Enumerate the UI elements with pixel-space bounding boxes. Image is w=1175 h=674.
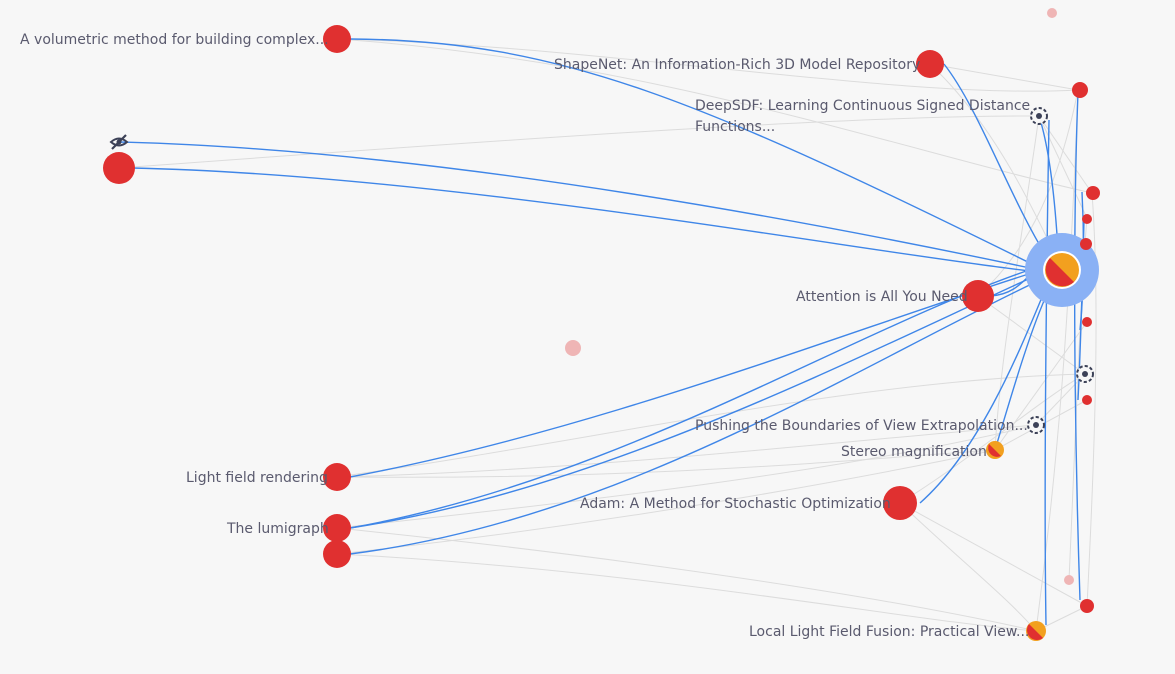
small-node[interactable] bbox=[1072, 82, 1088, 98]
small-node[interactable] bbox=[1086, 186, 1100, 200]
faded-node[interactable] bbox=[1064, 575, 1074, 585]
label-volumetric: A volumetric method for building complex… bbox=[20, 32, 329, 48]
faded-node[interactable] bbox=[1047, 8, 1057, 18]
loading-ring-icon bbox=[1027, 416, 1045, 434]
label-locallight: Local Light Field Fusion: Practical View… bbox=[749, 624, 1029, 640]
small-node[interactable] bbox=[1082, 395, 1092, 405]
label-stereo: Stereo magnification bbox=[841, 444, 987, 460]
small-node[interactable] bbox=[1080, 599, 1094, 613]
label-pushing: Pushing the Boundaries of View Extrapola… bbox=[695, 418, 1028, 434]
node-adam[interactable] bbox=[883, 486, 917, 520]
small-node[interactable] bbox=[1080, 238, 1092, 250]
label-shapenet: ShapeNet: An Information-Rich 3D Model R… bbox=[554, 57, 920, 73]
node-lightfield[interactable] bbox=[323, 463, 351, 491]
node-lumigraph[interactable] bbox=[323, 514, 351, 542]
focused-node[interactable] bbox=[1025, 233, 1099, 307]
node-unlabeled-bottom-left[interactable] bbox=[323, 540, 351, 568]
small-node[interactable] bbox=[1082, 317, 1092, 327]
eye-off-icon[interactable] bbox=[109, 134, 129, 150]
label-deepsdf-line2: Functions... bbox=[695, 119, 775, 135]
label-deepsdf-line1: DeepSDF: Learning Continuous Signed Dist… bbox=[695, 98, 1030, 114]
node-volumetric[interactable] bbox=[323, 25, 351, 53]
faded-node[interactable] bbox=[565, 340, 581, 356]
node-attention[interactable] bbox=[962, 280, 994, 312]
node-locallight[interactable] bbox=[1026, 621, 1046, 641]
label-lightfield: Light field rendering bbox=[186, 470, 328, 486]
label-adam: Adam: A Method for Stochastic Optimizati… bbox=[580, 496, 891, 512]
node-unlabeled-left[interactable] bbox=[103, 152, 135, 184]
muted-edges bbox=[118, 38, 1097, 632]
small-node[interactable] bbox=[1082, 214, 1092, 224]
loading-ring-icon bbox=[1030, 107, 1048, 125]
highlighted-edges bbox=[118, 38, 1085, 626]
label-attention: Attention is All You Need bbox=[796, 289, 968, 305]
node-shapenet[interactable] bbox=[916, 50, 944, 78]
node-stereo[interactable] bbox=[986, 441, 1004, 459]
label-lumigraph: The lumigraph bbox=[226, 521, 329, 537]
loading-ring-icon bbox=[1076, 365, 1094, 383]
